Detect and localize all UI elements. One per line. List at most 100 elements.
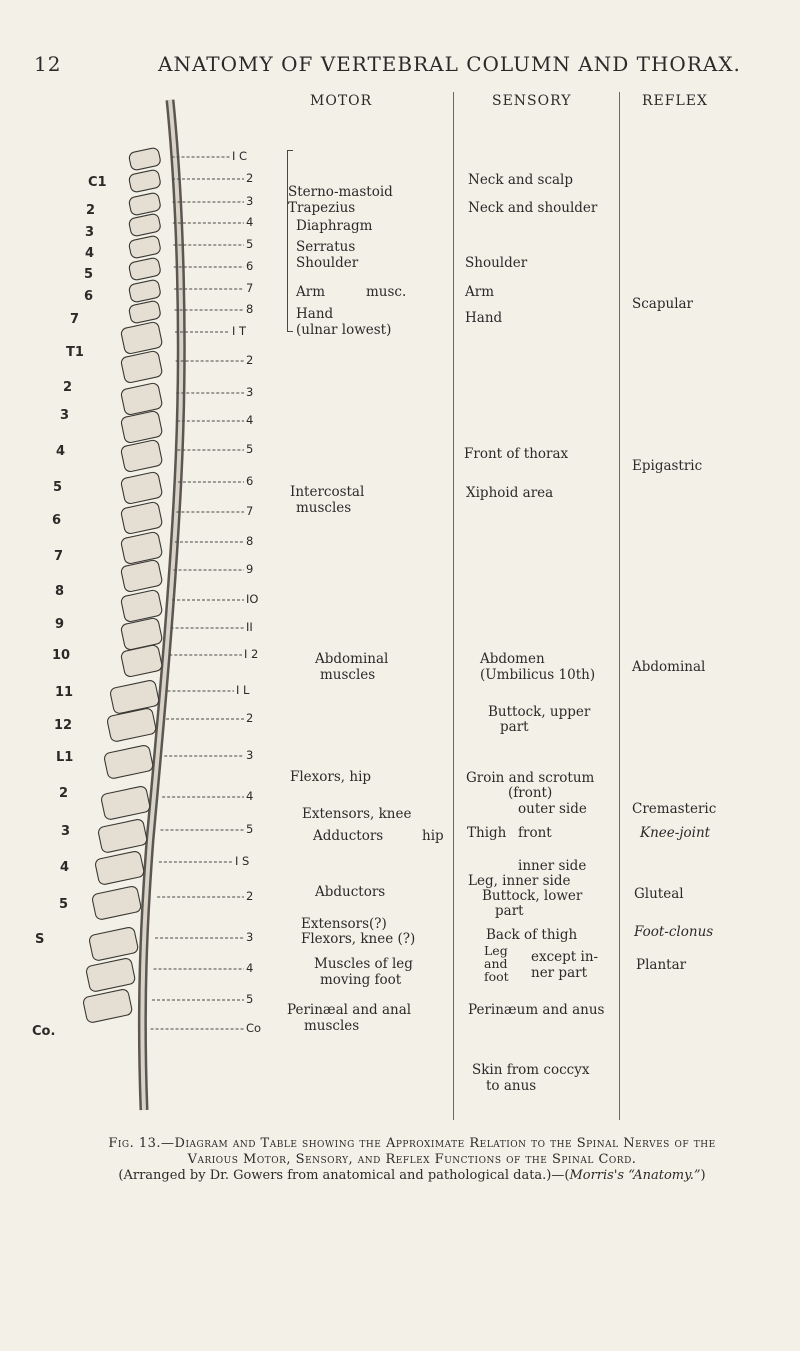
motor-arm: Arm: [296, 284, 326, 300]
figure-caption: Fig. 13.—Diagram and Table showing the A…: [92, 1136, 732, 1184]
vertebra-label-thoracic: 8: [55, 584, 65, 599]
vertebra-body: [120, 644, 163, 678]
sensory-leg: Leg: [484, 943, 508, 958]
divider-motor-sensory: [453, 92, 454, 1120]
caption-closing: ): [700, 1168, 706, 1183]
vertebra-label-thoracic: 9: [55, 617, 65, 632]
nerve-label: 6: [246, 474, 254, 488]
divider-sensory-reflex: [619, 92, 620, 1120]
nerve-label: 5: [246, 992, 254, 1006]
nerve-label: 4: [246, 413, 254, 427]
nerve-label: 5: [246, 237, 254, 251]
nerve-label: 5: [246, 822, 254, 836]
nerve-label: 3: [246, 385, 254, 399]
vertebra-body: [120, 501, 163, 535]
nerve-label: 8: [246, 302, 254, 316]
vertebra-label-cervical: 7: [70, 312, 80, 327]
vertebra-body: [85, 958, 136, 992]
vertebra-body: [120, 350, 163, 384]
vertebra-body: [106, 708, 157, 742]
sensory-abdomen: Abdomen: [480, 651, 545, 667]
nerve-label: 2: [246, 171, 254, 185]
motor-flexors-hip: Flexors, hip: [290, 769, 372, 785]
vertebra-label-thoracic: 5: [53, 480, 63, 495]
sensory-to-anus: to anus: [486, 1078, 537, 1094]
reflex-gluteal: Gluteal: [634, 886, 684, 902]
vertebra-label-cervical: 4: [85, 246, 95, 261]
vertebra-body: [120, 559, 163, 593]
vertebra-body: [128, 257, 161, 281]
motor-diaphragm: Diaphragm: [296, 218, 373, 234]
vertebra-body: [100, 786, 151, 820]
motor-musc: musc.: [366, 284, 407, 300]
motor-trapezius: Trapezius: [288, 200, 356, 216]
spinal-cord-diagram: [82, 99, 244, 1111]
motor-muscles-leg: Muscles of leg: [314, 956, 413, 972]
sensory-buttock-lower: Buttock, lower: [482, 888, 583, 904]
vertebra-label-sacral: S: [35, 932, 45, 947]
sensory-foot: foot: [484, 969, 509, 984]
nerve-label: 2: [246, 711, 254, 725]
motor-moving-foot: moving foot: [320, 972, 402, 988]
reflex-abdominal: Abdominal: [632, 659, 706, 675]
vertebra-label-thoracic: 2: [63, 380, 73, 395]
sensory-groin: Groin and scrotum: [466, 770, 595, 786]
sensory-leg-inner: Leg, inner side: [468, 873, 571, 889]
nerve-label: 3: [246, 930, 254, 944]
sensory-umbilicus: (Umbilicus 10th): [480, 667, 596, 683]
sensory-and: and: [484, 956, 508, 971]
nerve-label: I S: [235, 854, 250, 868]
motor-heading: MOTOR: [310, 93, 373, 109]
nerve-label: 7: [246, 504, 254, 518]
nerve-label: I C: [232, 149, 248, 163]
sensory-hand: Hand: [465, 310, 503, 326]
vertebra-body: [128, 213, 161, 237]
motor-ulnar: (ulnar lowest): [296, 322, 392, 338]
vertebra-label-thoracic: 11: [55, 685, 74, 700]
nerve-label: 4: [246, 215, 254, 229]
sensory-thigh: Thigh: [467, 825, 507, 841]
nerve-label: I L: [236, 683, 250, 697]
nerve-label: 6: [246, 259, 254, 273]
nerve-label: Co: [246, 1021, 262, 1035]
nerve-label: I T: [232, 324, 247, 338]
vertebra-label-lumbar: 2: [59, 786, 69, 801]
nerve-label: 4: [246, 961, 254, 975]
sensory-perineum: Perinæum and anus: [468, 1002, 605, 1018]
sensory-inner-side: inner side: [518, 858, 587, 874]
motor-bracket-cervical: [287, 150, 293, 332]
caption-fig: Fig. 13.: [108, 1136, 162, 1151]
vertebra-body: [120, 439, 163, 473]
motor-flexors-knee: Flexors, knee (?): [301, 931, 416, 947]
sensory-outer-side: outer side: [518, 801, 587, 817]
nerve-label: 3: [246, 748, 254, 762]
sensory-back-thigh: Back of thigh: [486, 927, 578, 943]
nerve-label: 3: [246, 194, 254, 208]
vertebra-body: [97, 819, 148, 853]
motor-extensors-q: Extensors(?): [301, 916, 387, 932]
sensory-neck-scalp: Neck and scalp: [468, 172, 574, 188]
reflex-epigastric: Epigastric: [632, 458, 703, 474]
nerve-label: 2: [246, 889, 254, 903]
sensory-part-2: part: [495, 903, 524, 919]
vertebra-body: [128, 147, 161, 171]
reflex-cremasteric: Cremasteric: [632, 801, 717, 817]
motor-abdominal: Abdominal: [315, 651, 389, 667]
sensory-arm: Arm: [465, 284, 495, 300]
vertebra-body: [88, 927, 139, 961]
vertebra-body: [103, 745, 154, 779]
vertebra-body: [128, 279, 161, 303]
vertebra-body: [94, 851, 145, 885]
reflex-foot-clonus: Foot-clonus: [634, 924, 714, 940]
vertebra-label-lumbar: 4: [60, 860, 70, 875]
reflex-plantar: Plantar: [636, 957, 687, 973]
vertebra-body: [120, 589, 163, 623]
motor-abductors: Abductors: [315, 884, 386, 900]
vertebra-label-thoracic: 12: [54, 718, 73, 733]
vertebra-label-thoracic: 3: [60, 408, 70, 423]
vertebra-body: [120, 471, 163, 505]
nerve-label: 2: [246, 353, 254, 367]
caption-line2: (Arranged by Dr. Gowers from anatomical …: [118, 1168, 570, 1183]
sensory-shoulder: Shoulder: [465, 255, 528, 271]
vertebra-label-lumbar: 5: [59, 897, 69, 912]
